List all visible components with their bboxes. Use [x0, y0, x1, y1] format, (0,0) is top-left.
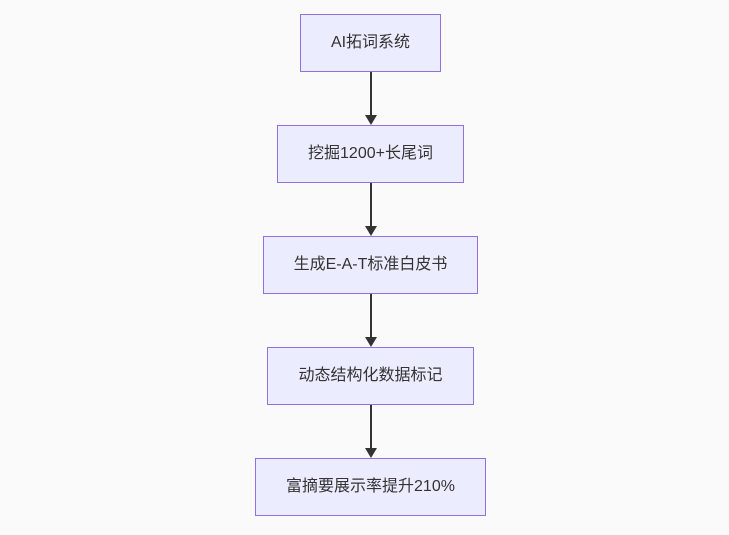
arrowhead-down-icon [364, 226, 377, 236]
flow-node-ai-word-expansion: AI拓词系统 [299, 14, 442, 72]
flow-node-rich-snippet-result: 富摘要展示率提升210% [255, 458, 486, 516]
arrow-line [369, 72, 372, 115]
arrow-connector [364, 405, 377, 458]
arrow-connector [364, 294, 377, 347]
flow-node-longtail-mining: 挖掘1200+长尾词 [277, 125, 464, 183]
flow-node-label: 动态结构化数据标记 [298, 367, 443, 384]
arrowhead-down-icon [364, 337, 377, 347]
arrowhead-down-icon [364, 448, 377, 458]
flow-node-eat-whitepaper: 生成E-A-T标准白皮书 [262, 236, 479, 294]
flow-node-label: AI拓词系统 [330, 34, 411, 51]
flow-node-label: 生成E-A-T标准白皮书 [293, 256, 448, 273]
arrow-connector [364, 183, 377, 236]
flow-node-label: 挖掘1200+长尾词 [308, 145, 433, 162]
flow-node-label: 富摘要展示率提升210% [286, 478, 455, 495]
arrow-line [369, 183, 372, 226]
arrowhead-down-icon [364, 115, 377, 125]
arrow-connector [364, 72, 377, 125]
flow-node-structured-data: 动态结构化数据标记 [267, 347, 474, 405]
arrow-line [369, 294, 372, 337]
arrow-line [369, 405, 372, 448]
